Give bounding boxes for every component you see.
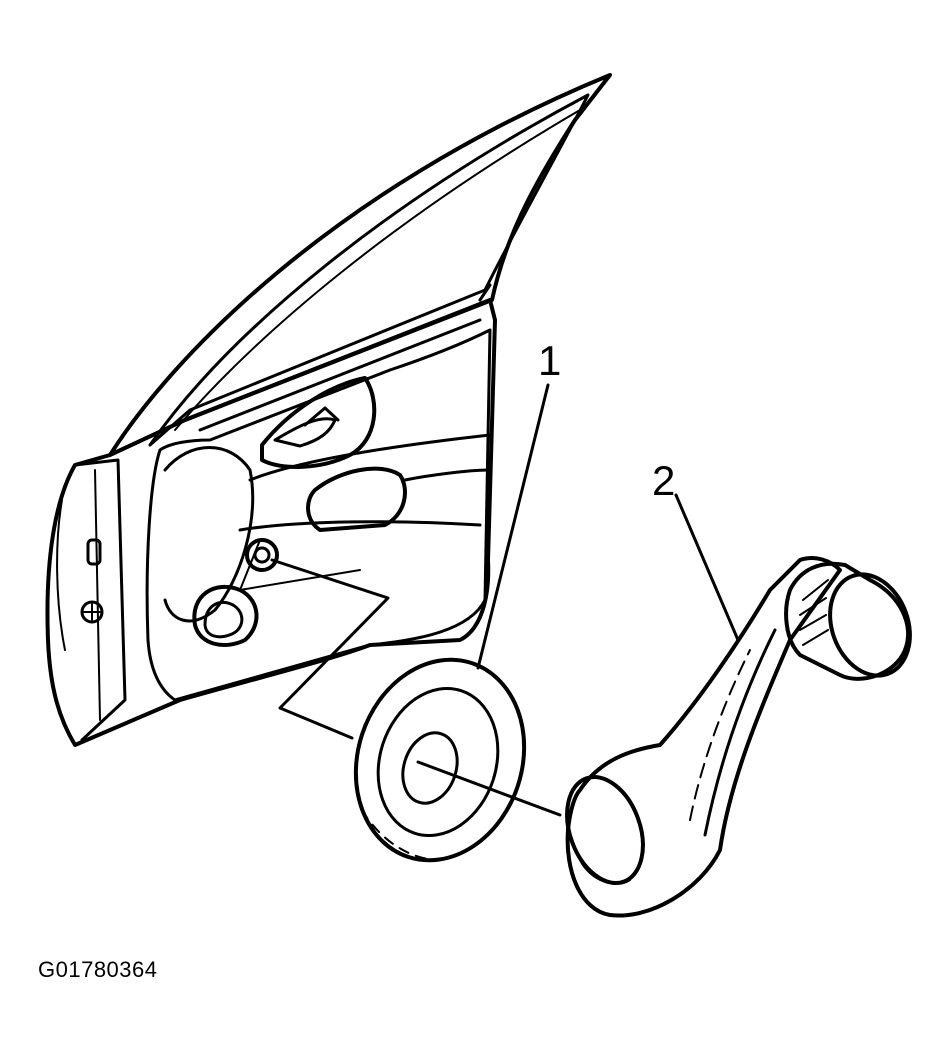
window-handle-bezel [353, 657, 527, 863]
hinge-pillar [73, 458, 127, 742]
door-pull-cup [192, 584, 259, 647]
callout-label-2: 2 [652, 457, 676, 504]
callout-label-1: 1 [538, 337, 562, 384]
window-glass-edge [174, 109, 581, 431]
trim-panel [145, 328, 492, 702]
callout-2-leader [674, 493, 740, 642]
crank-arm [565, 556, 842, 918]
figure-id: G01780364 [38, 957, 158, 982]
window-frame-inner [148, 93, 590, 447]
armrest [306, 466, 407, 532]
crank-shaft-boss [245, 538, 279, 572]
callout-1-leader [476, 383, 550, 670]
front-door [45, 73, 612, 747]
upper-trim-curve [163, 446, 255, 623]
leader-lines [270, 383, 740, 817]
crank-shaft-end [565, 774, 645, 886]
door-handle [273, 417, 337, 448]
window-crank-handle [565, 556, 912, 918]
crank-knob [784, 561, 911, 681]
assembly-line-upper [270, 558, 390, 740]
